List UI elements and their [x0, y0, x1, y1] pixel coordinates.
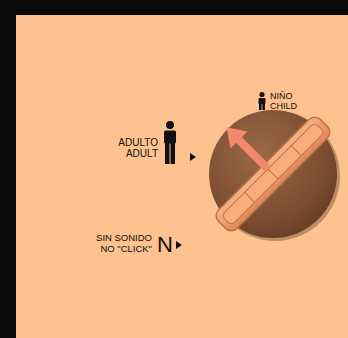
- adult-icon: [164, 121, 196, 164]
- dial-knob: [209, 110, 337, 238]
- setting-label: CHILD: [270, 102, 297, 111]
- mode-letter: N: [157, 234, 173, 256]
- setting-label: ADULTO: [118, 138, 158, 148]
- pointer-mark: [176, 241, 182, 249]
- setting-label: SIN SONIDO: [96, 233, 152, 243]
- setting-label: NO "CLICK": [100, 244, 152, 254]
- dial-shadow: [210, 111, 340, 241]
- setting-label: ADULT: [126, 149, 158, 159]
- dial-arrow: [218, 119, 276, 177]
- setting-label: NIÑO: [270, 92, 293, 101]
- background: [16, 15, 348, 338]
- dial-slot: [213, 114, 333, 234]
